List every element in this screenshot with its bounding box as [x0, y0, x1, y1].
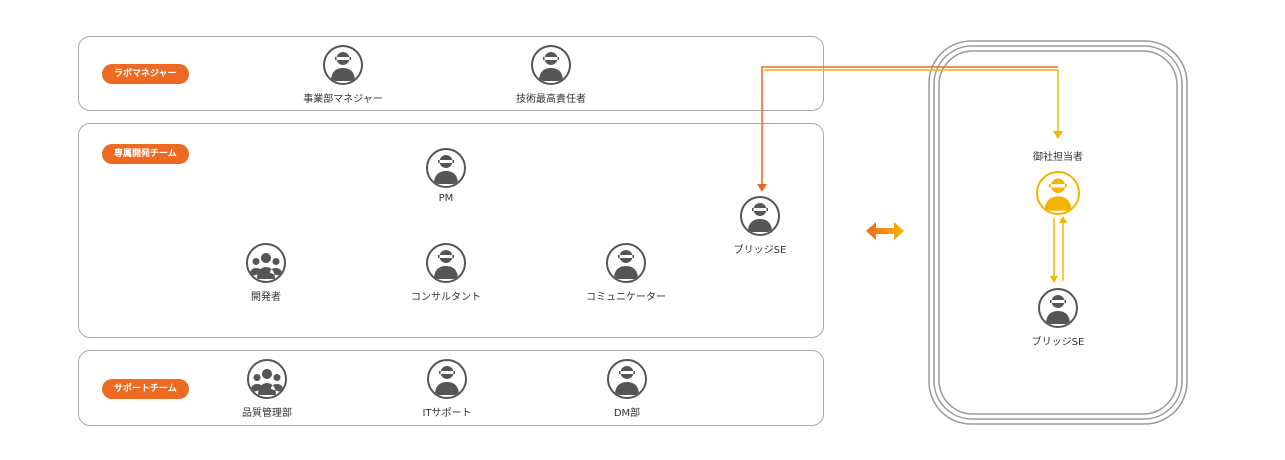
person-icon — [323, 45, 363, 85]
client-bridge-se: ブリッジSE — [998, 288, 1118, 348]
consultant: コンサルタント — [386, 243, 506, 303]
client-frame — [928, 40, 1188, 425]
dedicated-dev-team-panel: 専属開発チーム PM 開発者 コンサルタント コミュニケーター — [78, 123, 824, 338]
person-icon — [426, 148, 466, 188]
pm: PM — [386, 148, 506, 204]
division-manager: 事業部マネジャー — [283, 45, 403, 105]
it-support: ITサポート — [387, 359, 507, 419]
lab-manager-tag: ラボマネジャー — [102, 64, 189, 84]
double-arrow-icon — [866, 222, 904, 240]
person-icon — [606, 243, 646, 283]
bridge-se: ブリッジSE — [700, 196, 820, 256]
communicator: コミュニケーター — [566, 243, 686, 303]
person-icon — [1036, 171, 1080, 215]
person-icon — [607, 359, 647, 399]
support-team-tag: サポートチーム — [102, 379, 189, 399]
person-icon — [740, 196, 780, 236]
lab-manager-panel: ラボマネジャー 事業部マネジャー 技術最高責任者 — [78, 36, 824, 111]
dm-dept: DM部 — [567, 359, 687, 419]
person-icon — [531, 45, 571, 85]
person-icon — [1038, 288, 1078, 328]
dev-team-tag: 専属開発チーム — [102, 144, 189, 164]
group-icon — [246, 243, 286, 283]
group-icon — [247, 359, 287, 399]
client-contact: 御社担当者 — [998, 148, 1118, 215]
support-team-panel: サポートチーム 品質管理部 ITサポート DM部 — [78, 350, 824, 426]
quality-dept: 品質管理部 — [207, 359, 327, 419]
cto: 技術最高責任者 — [491, 45, 611, 105]
person-icon — [426, 243, 466, 283]
developers: 開発者 — [206, 243, 326, 303]
person-icon — [427, 359, 467, 399]
